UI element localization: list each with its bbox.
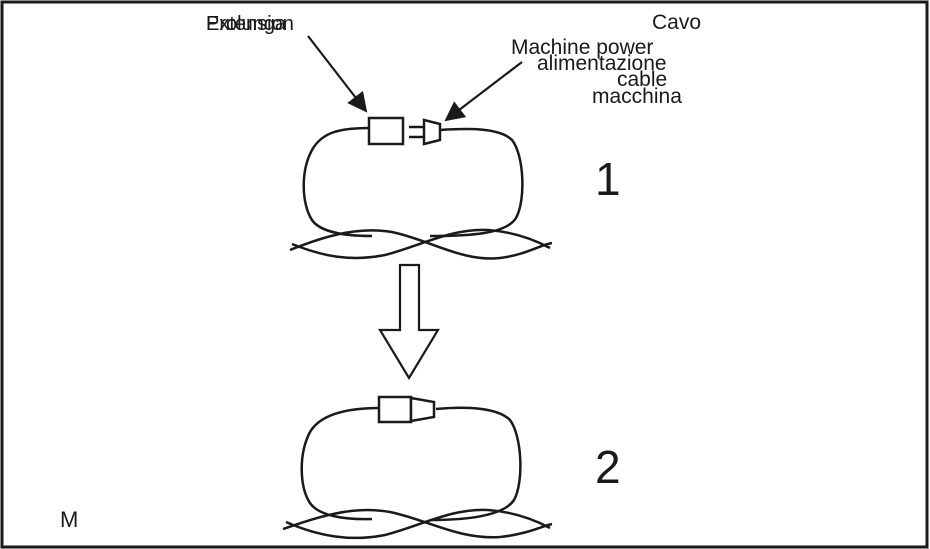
cable-floor-1a	[289, 229, 553, 260]
step-1-group: Extension Prolunga Cavo Machine power al…	[206, 11, 701, 260]
label-cable-it-2: alimentazione	[537, 52, 667, 75]
label-cable-it-3: macchina	[592, 85, 682, 108]
connected-plug	[409, 396, 436, 423]
cable-pointer-arrow	[444, 61, 523, 122]
label-cable-en-2: cable	[617, 68, 667, 91]
transition-arrow	[378, 263, 440, 381]
step-2-group: 2	[282, 395, 621, 540]
label-extension-it: Prolunga	[206, 13, 287, 35]
cable-floor-2b	[285, 508, 551, 540]
cable-loop-2	[300, 406, 381, 521]
extension-pointer-arrow	[307, 35, 368, 113]
connected-socket	[377, 395, 413, 424]
cable-loop-2-right	[429, 406, 522, 522]
step-number-1: 1	[595, 153, 621, 205]
label-extension-en: Extension	[206, 13, 294, 35]
corner-mark: M	[60, 507, 78, 532]
cable-loop-1	[302, 126, 373, 238]
cable-floor-2a	[282, 508, 553, 539]
label-cable-it-1: Cavo	[652, 11, 701, 34]
extension-socket	[367, 116, 405, 146]
cable-floor-1b	[291, 228, 551, 260]
step-number-2: 2	[595, 441, 621, 493]
machine-plug	[409, 118, 442, 146]
label-cable-en-1: Machine power	[511, 36, 653, 59]
cable-loop-1-right	[429, 127, 524, 238]
